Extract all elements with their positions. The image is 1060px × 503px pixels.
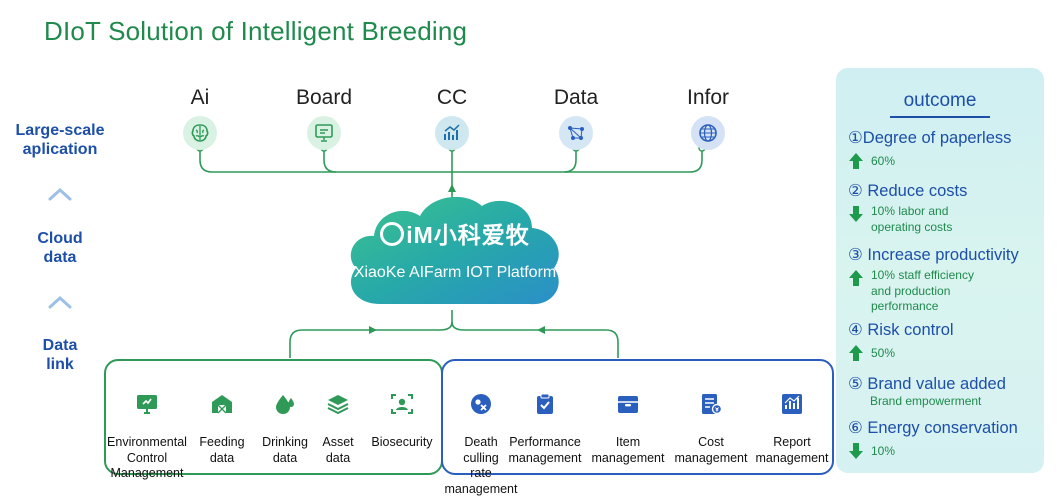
item-death-culling: Death culling rate management bbox=[443, 376, 519, 497]
outcome-title-underline bbox=[890, 116, 990, 118]
item-environmental-control: Environmental Control Management bbox=[104, 376, 190, 482]
outcome-detail: 10% labor and operating costs bbox=[871, 204, 953, 234]
outcome-detail: 10% staff efficiency and production perf… bbox=[871, 268, 974, 313]
label-cloud-data: Cloud data bbox=[37, 230, 83, 266]
platform-name: XiaoKe AIFarm IOT Platform bbox=[353, 264, 557, 281]
brand-text: iM小科爱牧 bbox=[406, 222, 530, 248]
category-ai: Ai bbox=[150, 86, 250, 150]
outcome-item-energy: ⑥ Energy conservation 10% bbox=[848, 418, 1044, 460]
water-drop-icon bbox=[276, 394, 294, 414]
category-board: Board bbox=[274, 86, 374, 150]
logo-mark-icon bbox=[380, 222, 405, 246]
item-report-management: Report management bbox=[754, 376, 830, 466]
item-biosecurity: Biosecurity bbox=[364, 376, 440, 451]
item-performance-management: Performance management bbox=[507, 376, 583, 466]
item-label: Death culling rate management bbox=[444, 435, 518, 496]
chevron-up-icon bbox=[48, 295, 72, 309]
category-label: Ai bbox=[190, 86, 210, 109]
item-label: Environmental Control Management bbox=[107, 435, 187, 480]
cloud-platform: iM小科爱牧 XiaoKe AIFarm IOT Platform bbox=[340, 186, 570, 316]
category-data: Data bbox=[526, 86, 626, 150]
outcome-detail: 10% bbox=[871, 444, 896, 458]
category-label: Data bbox=[553, 86, 599, 109]
arrow-up-icon bbox=[849, 345, 863, 361]
item-label: Item management bbox=[591, 435, 665, 465]
outcome-item-risk-control: ④ Risk control 50% bbox=[848, 320, 1044, 362]
label-data-link: Data link bbox=[42, 337, 78, 373]
clipboard-check-icon bbox=[537, 393, 553, 414]
presentation-board-icon bbox=[307, 116, 341, 150]
chevron-up-icon bbox=[48, 187, 72, 201]
layers-icon bbox=[327, 394, 349, 414]
brain-icon bbox=[183, 116, 217, 150]
outcome-heading: ⑤ Brand value added bbox=[848, 375, 1006, 393]
item-label: Cost management bbox=[674, 435, 748, 465]
item-label: Drinking data bbox=[262, 435, 308, 465]
arrow-up-icon bbox=[849, 270, 863, 286]
item-feeding-data: Feeding data bbox=[194, 376, 250, 466]
item-asset-data: Asset data bbox=[314, 376, 362, 466]
outcome-detail: 60% bbox=[871, 154, 896, 168]
category-cc: CC bbox=[402, 86, 502, 150]
item-label: Report management bbox=[755, 435, 829, 465]
outcome-heading: ② Reduce costs bbox=[848, 182, 968, 200]
item-label: Biosecurity bbox=[371, 435, 433, 449]
category-label: Board bbox=[295, 86, 353, 109]
report-chart-icon bbox=[782, 393, 802, 414]
outcome-item-reduce-costs: ② Reduce costs 10% labor and operating c… bbox=[848, 181, 1044, 235]
item-drinking-data: Drinking data bbox=[254, 376, 316, 466]
item-label: Performance management bbox=[508, 435, 582, 465]
item-cost-management: Cost management bbox=[673, 376, 749, 466]
data-network-icon bbox=[559, 116, 593, 150]
outcome-item-productivity: ③ Increase productivity 10% staff effici… bbox=[848, 245, 1044, 315]
outcome-heading: ①Degree of paperless bbox=[848, 129, 1012, 147]
data-sources-group bbox=[104, 359, 443, 475]
outcome-item-paperless: ①Degree of paperless 60% bbox=[848, 128, 1044, 170]
monitor-icon bbox=[137, 394, 157, 414]
chart-growth-icon bbox=[435, 116, 469, 150]
outcome-heading: ③ Increase productivity bbox=[848, 246, 1019, 264]
arrow-down-icon bbox=[849, 206, 863, 222]
management-group bbox=[441, 359, 834, 475]
category-infor: Infor bbox=[658, 86, 758, 150]
invoice-icon bbox=[702, 393, 723, 414]
outcome-item-brand-value: ⑤ Brand value added Brand empowerment bbox=[848, 374, 1044, 410]
item-label: Feeding data bbox=[199, 435, 245, 465]
item-item-management: Item management bbox=[590, 376, 666, 466]
outcome-panel: outcome ①Degree of paperless 60% ② Reduc… bbox=[836, 68, 1044, 473]
outcome-detail: Brand empowerment bbox=[870, 394, 982, 408]
cull-icon bbox=[471, 393, 491, 414]
arrow-up-icon bbox=[849, 153, 863, 169]
outcome-detail: 50% bbox=[871, 346, 896, 360]
cloud-shape bbox=[350, 196, 559, 305]
page-title: DIoT Solution of Intelligent Breeding bbox=[44, 16, 468, 46]
brand-logo: iM小科爱牧 bbox=[340, 216, 570, 250]
category-label: CC bbox=[436, 86, 468, 109]
outcome-heading: ⑥ Energy conservation bbox=[848, 419, 1018, 437]
globe-icon bbox=[691, 116, 725, 150]
arrow-down-icon bbox=[849, 443, 863, 459]
label-large-scale-application: Large-scale aplication bbox=[15, 122, 105, 158]
outcome-title: outcome bbox=[903, 90, 977, 111]
barn-icon bbox=[212, 394, 232, 413]
toolbox-icon bbox=[618, 395, 638, 413]
face-scan-icon bbox=[391, 393, 413, 414]
item-label: Asset data bbox=[322, 435, 354, 465]
outcome-heading: ④ Risk control bbox=[848, 321, 954, 339]
category-label: Infor bbox=[686, 86, 730, 109]
